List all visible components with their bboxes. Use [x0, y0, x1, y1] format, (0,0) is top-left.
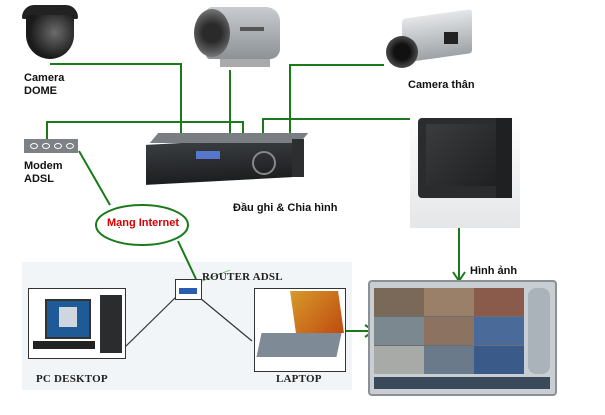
wire-modem-internet	[78, 150, 111, 206]
modem-label-line1: Modem	[24, 160, 63, 172]
router-label: ROUTER ADSL	[202, 271, 283, 283]
crt-monitor-icon	[410, 110, 520, 228]
laptop-screen-icon	[290, 291, 344, 333]
laptop-label: LAPTOP	[276, 373, 322, 385]
pc-tower-icon	[100, 295, 122, 353]
wire-body-dvr	[289, 64, 384, 137]
camera-grid	[374, 288, 524, 374]
control-bar	[374, 377, 550, 389]
viewer-screen	[368, 280, 557, 396]
wire-dome-dvr	[50, 63, 182, 138]
internet-label: Mạng Internet	[106, 217, 180, 229]
box-camera-icon	[384, 8, 476, 68]
camera-dome-label: Camera DOME	[24, 72, 64, 98]
wire-dvr-crt	[262, 118, 416, 136]
dome-camera-icon	[18, 5, 82, 63]
laptop-box	[254, 288, 346, 372]
camera-dome-label-line1: Camera	[24, 72, 65, 84]
ir-camera-icon	[190, 3, 282, 69]
modem-icon	[24, 139, 78, 153]
viewer-label: Hình ảnh	[470, 265, 518, 277]
pc-desktop-label: PC DESKTOP	[36, 373, 108, 385]
router-icon	[175, 279, 202, 300]
dvr-label: Đầu ghi & Chia hình	[233, 202, 338, 214]
modem-label-line2: ADSL	[24, 173, 54, 185]
wire-modem-dvr	[46, 121, 244, 139]
modem-label: Modem ADSL	[24, 160, 63, 186]
control-sidebar	[528, 288, 550, 374]
wire-internet-router	[177, 240, 197, 280]
pc-desktop-box	[28, 288, 126, 359]
camera-dome-label-line2: DOME	[24, 85, 57, 97]
laptop-keyboard-icon	[256, 333, 342, 357]
camera-body-label: Camera thân	[408, 79, 475, 91]
pc-monitor-icon	[45, 299, 91, 339]
wire-router-laptop	[199, 297, 253, 342]
dvr-icon	[146, 133, 309, 191]
wire-router-pc	[123, 296, 177, 349]
internet-cloud	[95, 204, 189, 246]
